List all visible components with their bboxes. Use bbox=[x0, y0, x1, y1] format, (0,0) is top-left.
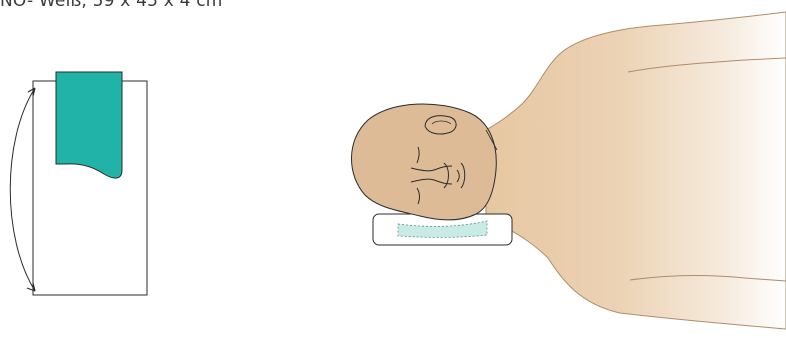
folding-diagram bbox=[10, 72, 147, 295]
torso bbox=[486, 12, 786, 329]
towel-shape bbox=[56, 72, 122, 178]
head bbox=[351, 104, 497, 220]
curved-double-arrow-icon bbox=[10, 88, 35, 291]
ear bbox=[425, 116, 456, 134]
patient-illustration bbox=[351, 12, 786, 329]
head-shape bbox=[351, 104, 496, 220]
